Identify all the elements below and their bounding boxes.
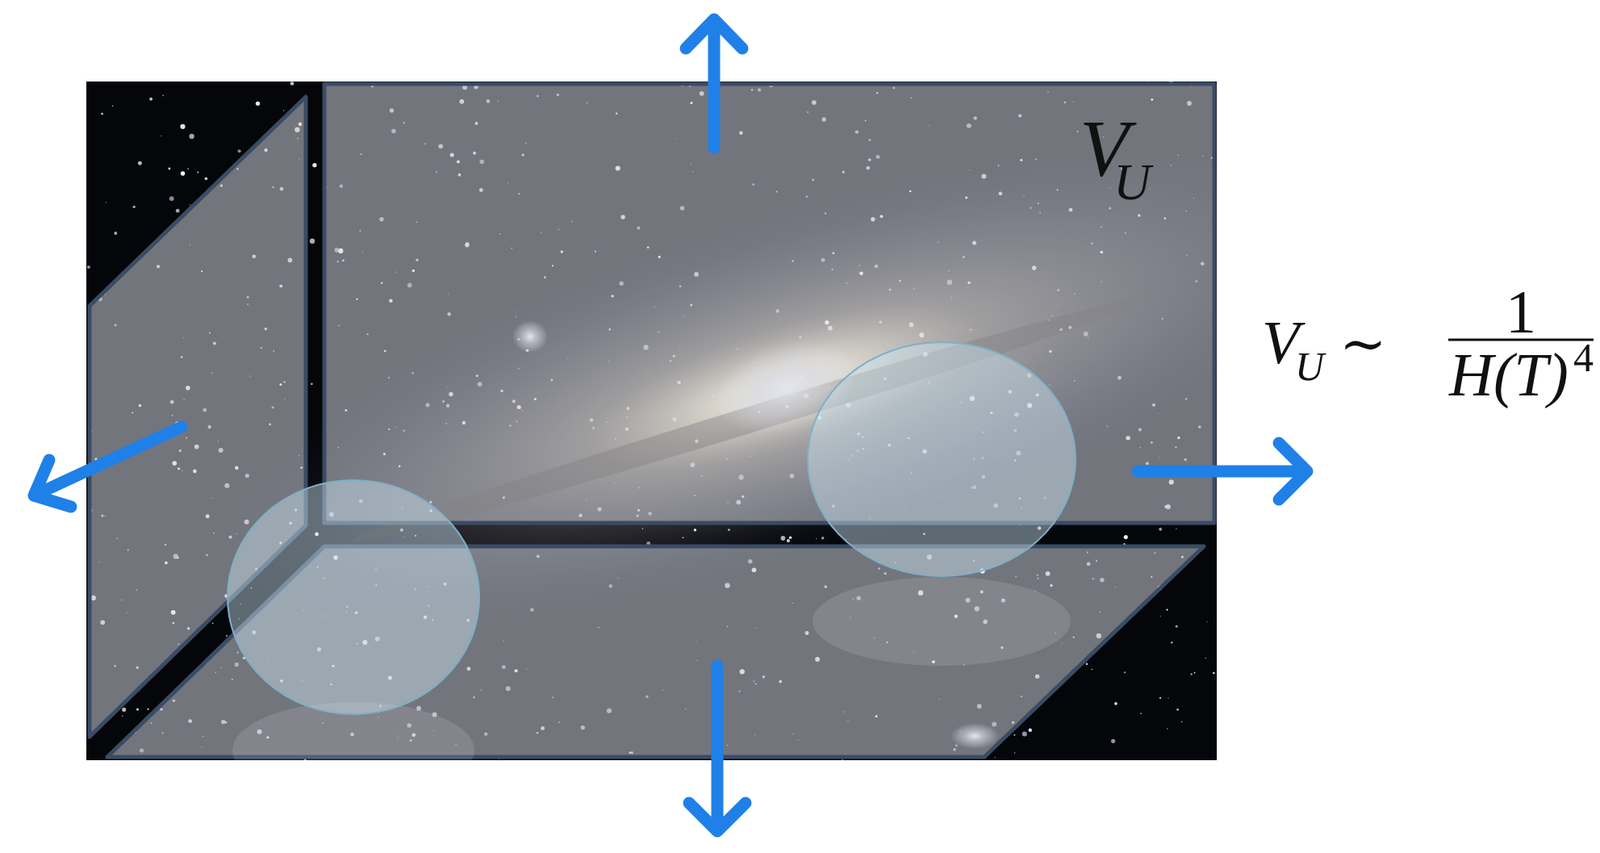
star (188, 133, 194, 139)
expansion-arrows (33, 19, 1308, 832)
star (1194, 672, 1196, 674)
star (1175, 625, 1179, 628)
star (105, 201, 107, 203)
formula-relation: ∼ (1339, 316, 1387, 373)
star (113, 231, 117, 235)
star (283, 109, 285, 111)
star (290, 81, 295, 86)
star (1022, 731, 1028, 736)
star (1175, 527, 1177, 529)
star (136, 707, 139, 711)
star (815, 538, 817, 539)
star (133, 205, 136, 209)
star (238, 149, 242, 153)
star (1014, 751, 1016, 753)
star (189, 204, 192, 206)
formula-symbol: V (1261, 311, 1300, 373)
star (168, 167, 172, 171)
star (1123, 534, 1128, 539)
star (204, 177, 209, 181)
star (786, 538, 790, 543)
star (1159, 697, 1162, 699)
star (1140, 712, 1142, 715)
star (821, 536, 824, 539)
star (1086, 662, 1089, 665)
star (180, 171, 185, 176)
star (682, 536, 685, 539)
bubble-regions (227, 342, 1076, 799)
star (727, 528, 731, 531)
star (169, 196, 175, 201)
star (1166, 727, 1168, 729)
star (255, 101, 260, 106)
star (100, 112, 104, 116)
formula-denominator: H(T) (1449, 343, 1569, 406)
galaxy-photo (86, 81, 1217, 761)
star (1114, 701, 1118, 706)
volume-planes (89, 83, 1215, 757)
star (179, 124, 185, 130)
star (312, 162, 317, 168)
star (87, 265, 91, 269)
star (1181, 720, 1183, 723)
star (149, 97, 153, 101)
volume-subscript: U (1113, 156, 1151, 209)
star (121, 707, 126, 712)
star (1013, 734, 1016, 736)
star (789, 536, 792, 539)
star (212, 622, 214, 623)
star (642, 527, 644, 529)
star (1167, 697, 1169, 698)
star (693, 528, 697, 531)
star (162, 95, 164, 97)
star (1090, 668, 1093, 671)
formula-exponent: 4 (1573, 337, 1594, 378)
star (187, 167, 189, 170)
star (1123, 671, 1126, 673)
star (309, 238, 315, 244)
star (994, 756, 996, 758)
formula-numerator: 1 (1505, 280, 1537, 343)
formula-subscript: U (1295, 346, 1325, 387)
star (1190, 672, 1193, 675)
star (121, 715, 123, 717)
star (196, 171, 199, 174)
star (1160, 615, 1162, 617)
star (310, 383, 313, 385)
star (1165, 609, 1168, 611)
star (225, 634, 228, 637)
star (1205, 657, 1207, 659)
star (1028, 727, 1032, 732)
star (137, 161, 143, 166)
star (1176, 708, 1179, 711)
star (175, 208, 180, 214)
star (1170, 641, 1173, 644)
star (1212, 672, 1216, 675)
star (1158, 527, 1162, 531)
star (160, 135, 162, 137)
star (112, 105, 113, 107)
star (841, 759, 844, 761)
star (1206, 621, 1208, 623)
star (146, 708, 149, 711)
star (781, 535, 786, 541)
star (1111, 739, 1116, 744)
